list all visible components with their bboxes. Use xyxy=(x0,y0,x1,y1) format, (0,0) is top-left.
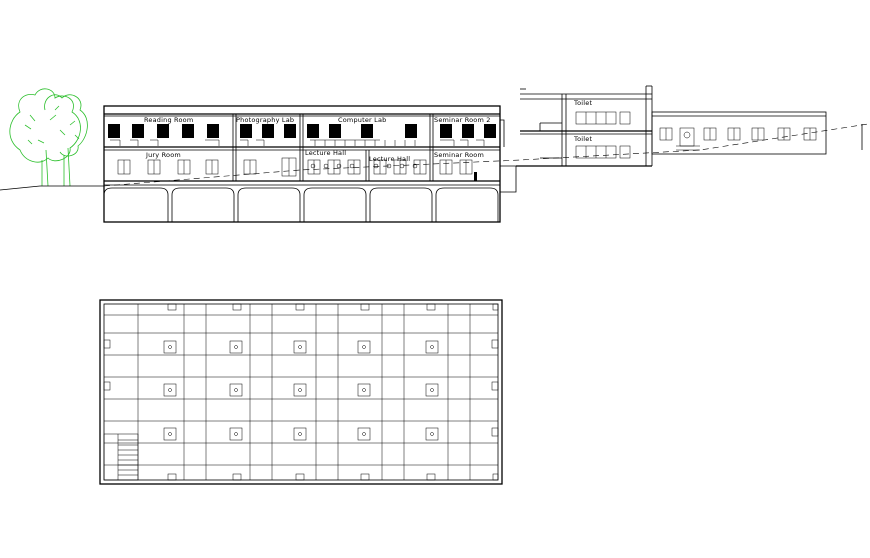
roof-plan xyxy=(99,299,503,485)
room-label-toilet-upper: Toilet xyxy=(573,99,592,107)
furniture-figures xyxy=(110,139,485,181)
tree-icon xyxy=(9,88,88,187)
room-label-lecture-2: Lecture Hall xyxy=(369,155,410,163)
toilet-block-section xyxy=(516,85,653,167)
room-label-photography: Photography Lab xyxy=(236,116,294,124)
room-label-seminar-2: Seminar Room 2 xyxy=(434,116,491,124)
right-wing-elevation xyxy=(651,111,827,155)
site-grade-line xyxy=(103,123,869,187)
room-label-lecture-1: Lecture Hall xyxy=(305,149,346,157)
lower-floor-windows xyxy=(117,157,473,177)
room-label-jury: Jury Room xyxy=(145,151,181,159)
main-building-section xyxy=(103,105,517,223)
room-label-computer: Computer Lab xyxy=(338,116,387,124)
ground-line xyxy=(0,185,104,191)
upper-floor-windows xyxy=(108,124,496,138)
room-label-toilet-lower: Toilet xyxy=(573,135,592,143)
room-label-seminar-1: Seminar Room xyxy=(434,151,484,159)
stair-block xyxy=(103,433,139,481)
room-label-reading: Reading Room xyxy=(144,116,193,124)
